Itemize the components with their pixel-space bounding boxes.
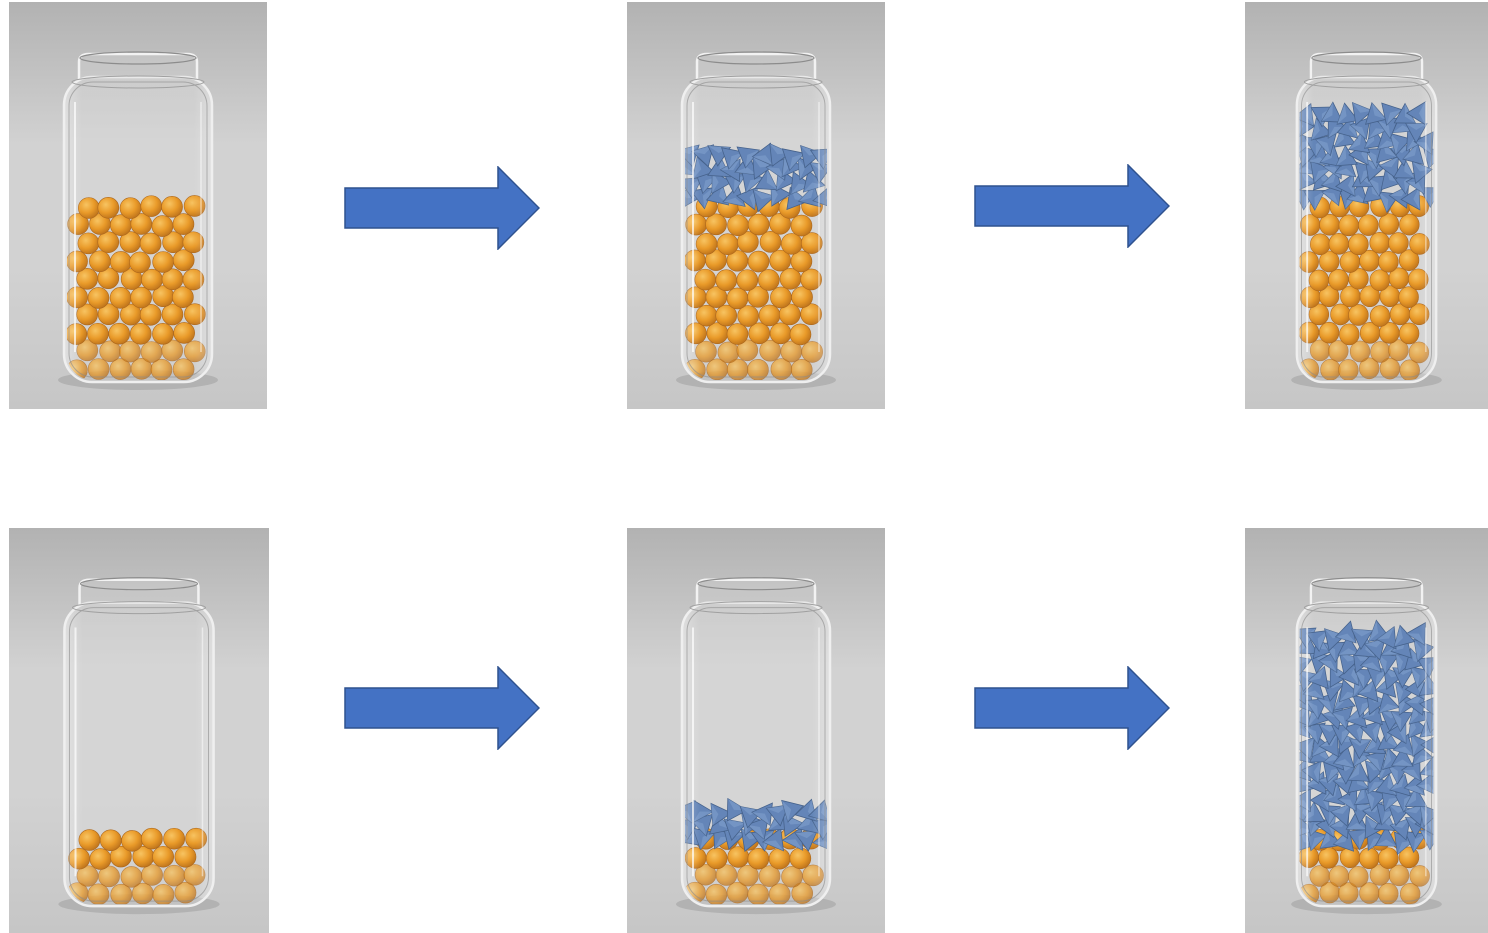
arrow-icon-row2-1 — [344, 666, 540, 750]
jar-panel-row1-step2 — [627, 2, 885, 409]
jar-panel-row2-step3 — [1245, 528, 1488, 933]
jar-panel-row2-step1 — [9, 528, 269, 933]
arrow-icon-row1-1 — [344, 166, 540, 250]
arrow-icon-row2-2 — [974, 666, 1170, 750]
jar-panel-row1-step3 — [1245, 2, 1488, 409]
arrow-icon-row1-2 — [974, 164, 1170, 248]
jar-panel-row2-step2 — [627, 528, 885, 933]
jar-panel-row1-step1 — [9, 2, 267, 409]
